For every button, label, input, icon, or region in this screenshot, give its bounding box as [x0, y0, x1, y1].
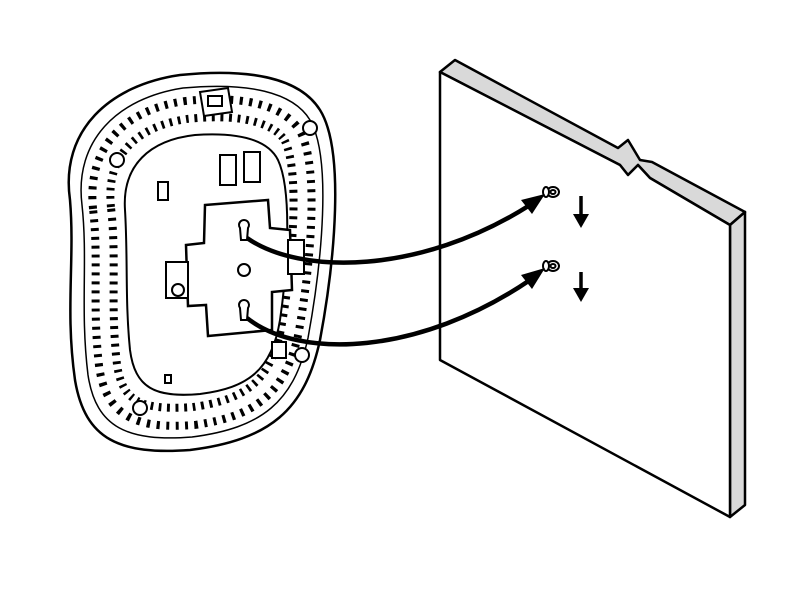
keyhole-slots — [237, 219, 251, 321]
device-inner-rim — [80, 85, 324, 439]
arrow-top — [245, 203, 532, 265]
wall-side-edge — [728, 210, 747, 519]
access-point-device — [67, 71, 337, 453]
corner-hole — [294, 347, 310, 363]
arrow-bottom — [245, 278, 532, 347]
wall-panel — [438, 58, 747, 519]
down-arrow-icon — [573, 272, 589, 302]
vent-slots-mask — [96, 103, 308, 422]
device-slots — [157, 151, 287, 384]
down-arrow-icon — [573, 196, 589, 228]
screw-bottom — [542, 260, 560, 272]
arrow-top-head — [521, 194, 545, 214]
ethernet-port — [198, 86, 234, 118]
corner-hole — [132, 400, 148, 416]
arrow-bottom-head — [521, 268, 545, 289]
screw-top — [542, 186, 560, 198]
corner-hole — [302, 120, 318, 136]
mounting-arrows — [245, 194, 545, 347]
corner-hole — [109, 152, 125, 168]
